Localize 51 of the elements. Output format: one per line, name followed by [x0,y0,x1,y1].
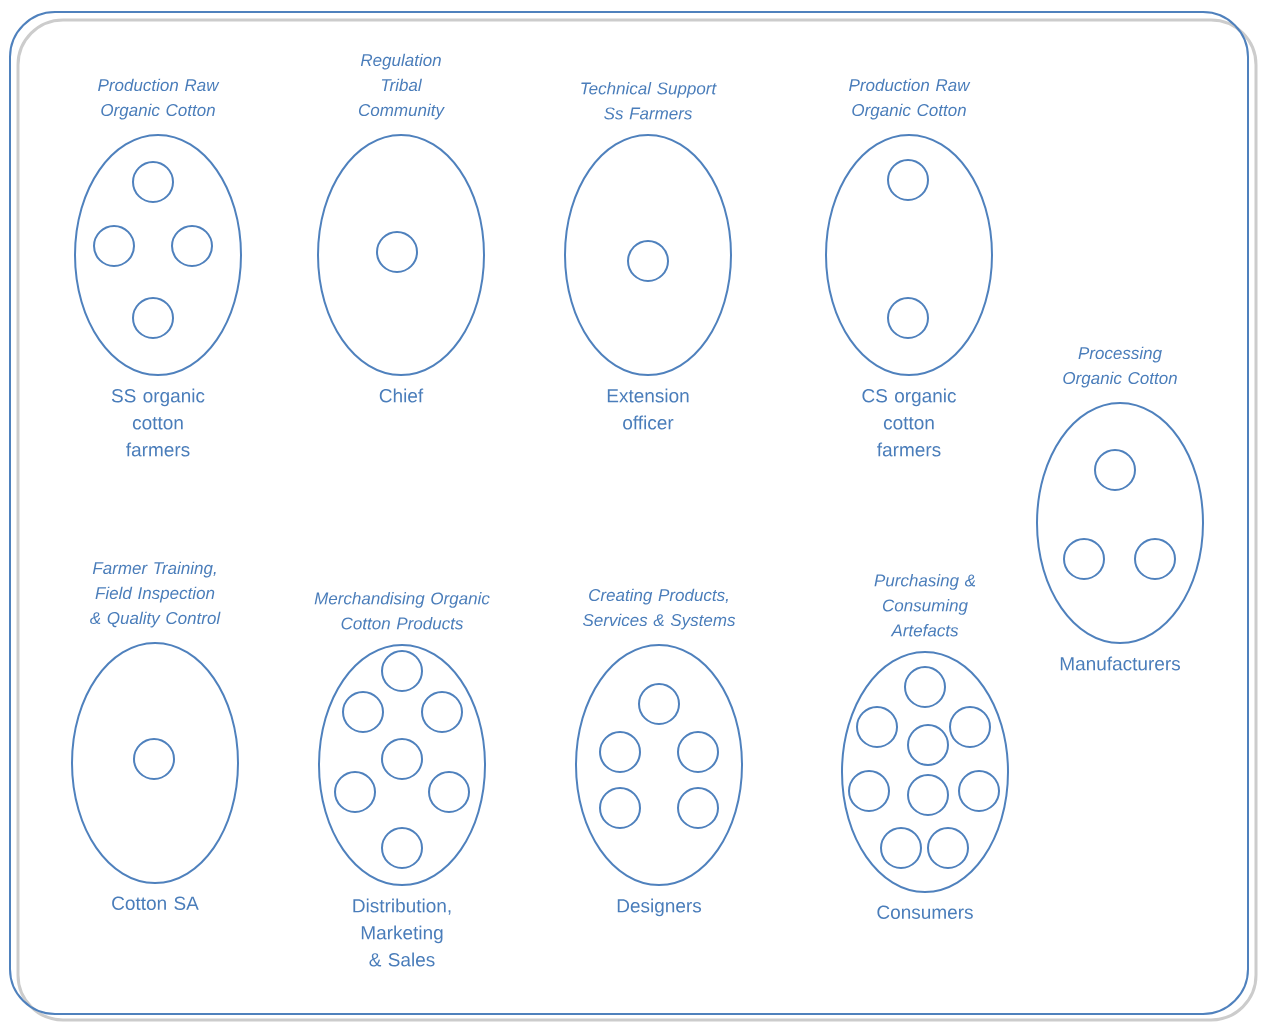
member-circle [93,225,135,267]
member-circle [904,666,946,708]
role-label: Cotton SA [112,896,199,910]
member-circle [887,297,929,339]
group-heading: Creating Products, Services & Systems [582,588,736,630]
group-heading: Farmer Training, Field Inspection & Quality Control [90,561,221,628]
member-circle [949,706,991,748]
member-circle [132,297,174,339]
member-circle [599,787,641,829]
member-circle [677,731,719,773]
member-circle [907,774,949,816]
group-heading: Production Raw Organic Cotton [98,78,220,120]
role-label: Extension officer [607,388,689,430]
role-label: Distribution, Marketing & Sales [353,898,451,967]
member-circle [381,650,423,692]
member-circle [421,691,463,733]
role-label: Chief [379,388,424,403]
member-circle [627,240,669,282]
member-circle [887,159,929,201]
member-circle [381,827,423,869]
member-circle [171,225,213,267]
group-heading: Production Raw Organic Cotton [849,78,971,120]
member-circle [132,161,174,203]
member-circle [428,771,470,813]
member-circle [677,787,719,829]
role-label: SS organic cotton farmers [111,388,205,457]
role-label: Designers [617,898,702,917]
member-circle [334,771,376,813]
member-circle [848,770,890,812]
member-circle [1063,538,1105,580]
group-heading: Purchasing & Consuming Artefacts [874,574,976,637]
group-heading: Regulation Tribal Community [358,53,445,120]
member-circle [856,706,898,748]
role-label: Manufacturers [1060,656,1180,671]
role-label: Consumers [877,905,973,919]
group-heading: Processing Organic Cotton [1063,346,1177,388]
group-heading: Merchandising Organic Cotton Products [314,592,490,630]
member-circle [907,724,949,766]
group-heading: Technical Support Ss Farmers [581,82,717,120]
member-circle [381,738,423,780]
member-circle [599,731,641,773]
member-circle [1094,449,1136,491]
member-circle [880,827,922,869]
member-circle [927,827,969,869]
member-circle [376,231,418,273]
member-circle [133,738,175,780]
role-label: CS organic cotton farmers [862,388,956,457]
member-circle [638,683,680,725]
member-circle [958,770,1000,812]
member-circle [342,691,384,733]
member-circle [1134,538,1176,580]
